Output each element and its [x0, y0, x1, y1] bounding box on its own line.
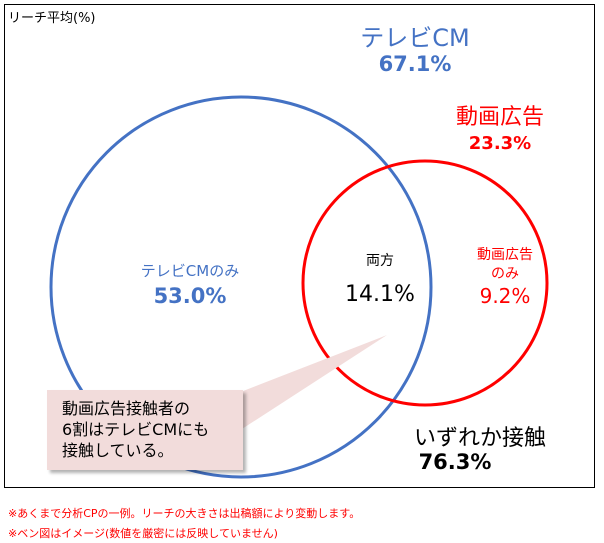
either-label: いずれか接触 — [413, 426, 546, 451]
both-value: 14.1% — [345, 282, 415, 307]
footnote: ※ベン図はイメージ(数値を厳密には反映していません) — [8, 527, 278, 540]
callout-line: 動画広告接触者の — [62, 399, 191, 418]
both-label: 両方 — [366, 253, 394, 269]
tv-circle — [49, 95, 433, 479]
video-label: 動画広告 — [455, 105, 544, 130]
either-value: 76.3% — [418, 450, 492, 474]
video-only-label: 動画広告 — [477, 247, 533, 263]
tv-label: テレビCM — [360, 24, 470, 52]
tv-only-label: テレビCMのみ — [140, 262, 240, 280]
diagram-frame — [4, 4, 595, 488]
callout-line: 6割はテレビCMにも — [62, 420, 210, 439]
video-only-value: 9.2% — [479, 284, 531, 308]
callout-box: 動画広告接触者の 6割はテレビCMにも 接触している。 — [47, 390, 243, 470]
callout-line: 接触している。 — [62, 441, 174, 460]
callout-pointer — [225, 335, 387, 440]
video-value: 23.3% — [468, 133, 532, 154]
tv-value: 67.1% — [378, 52, 452, 76]
footnote: ※あくまで分析CPの一例。リーチの大きさは出稿額により変動します。 — [8, 507, 361, 520]
chart-title: リーチ平均(%) — [8, 11, 96, 26]
video-circle — [301, 159, 549, 407]
video-only-label-2: のみ — [491, 266, 519, 282]
tv-only-value: 53.0% — [153, 284, 227, 308]
